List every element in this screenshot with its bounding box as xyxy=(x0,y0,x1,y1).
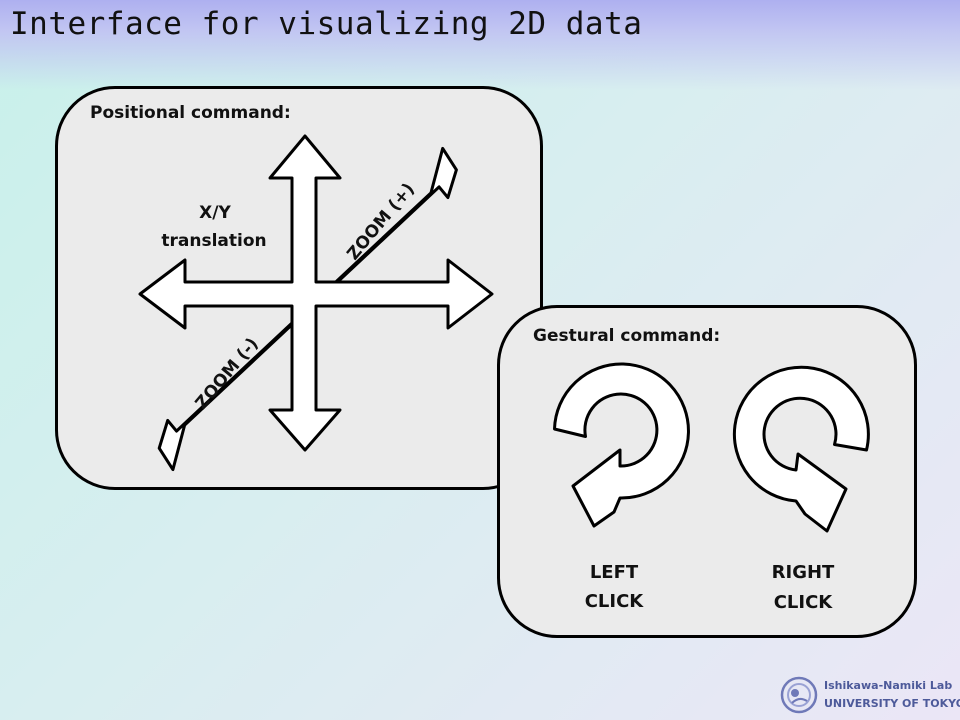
zoom-in-label: ZOOM (+) xyxy=(343,179,419,264)
left-click-gesture xyxy=(553,362,690,528)
slide-title: Interface for visualizing 2D data xyxy=(10,6,643,42)
xy-translation-label-line1: X/Y xyxy=(199,203,231,223)
lab-logo: Ishikawa-Namiki Lab UNIVERSITY OF TOKYO xyxy=(780,676,960,716)
positional-command-heading: Positional command: xyxy=(90,103,291,123)
xy-translation-label-line2: translation xyxy=(161,231,266,251)
lab-name: Ishikawa-Namiki Lab xyxy=(824,679,953,692)
right-click-gesture xyxy=(732,365,870,533)
right-click-label-line1: RIGHT xyxy=(772,562,835,583)
clockwise-arrow-icon xyxy=(732,365,870,533)
lab-emblem-icon xyxy=(780,676,818,714)
gestural-command-panel: Gestural command: xyxy=(497,305,917,638)
left-click-label-line2: CLICK xyxy=(585,591,645,612)
gestural-command-heading: Gestural command: xyxy=(533,326,721,346)
right-click-label-line2: CLICK xyxy=(774,592,834,613)
left-click-label-line1: LEFT xyxy=(590,562,639,583)
counterclockwise-arrow-icon xyxy=(553,362,690,528)
title-band xyxy=(0,0,960,90)
zoom-out-label: ZOOM (-) xyxy=(192,334,263,413)
xy-translation-arrow xyxy=(138,134,494,452)
four-way-arrow-icon xyxy=(138,134,494,452)
university-name: UNIVERSITY OF TOKYO xyxy=(824,697,960,710)
